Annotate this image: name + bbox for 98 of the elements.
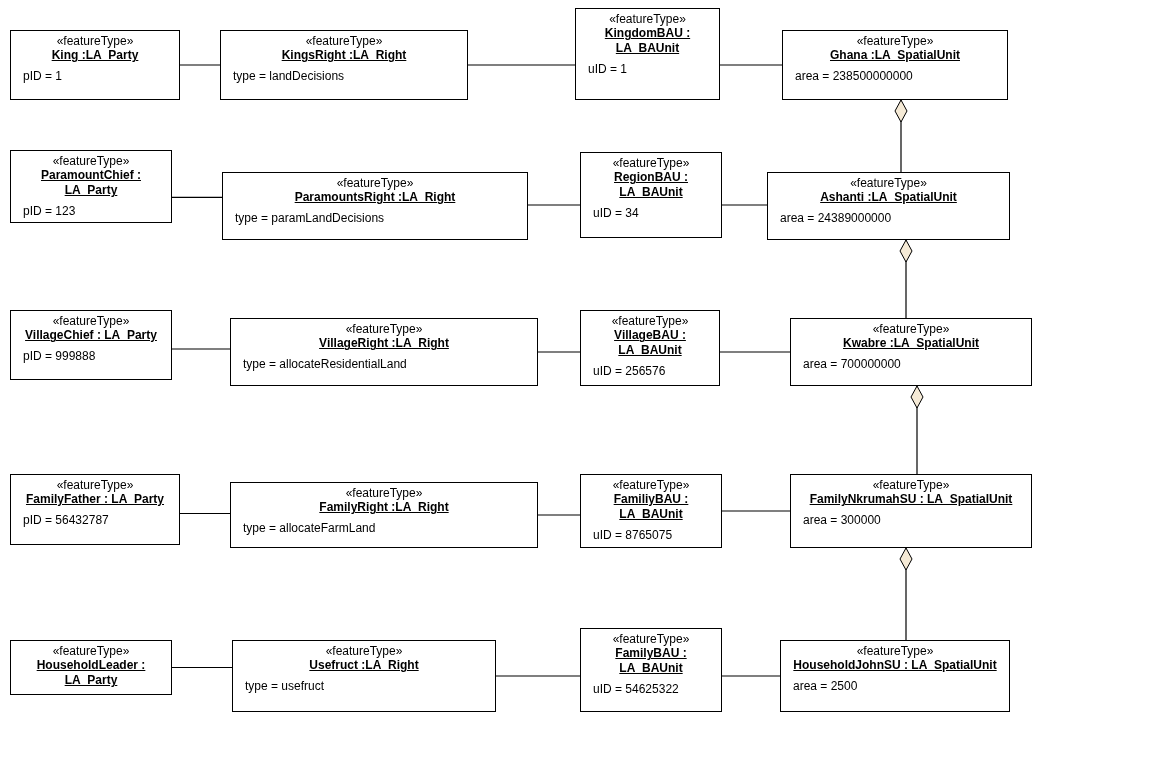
attribute-text: area = 300000 — [802, 513, 882, 528]
stereotype-label: «featureType» — [849, 176, 928, 191]
attribute-text: type = allocateFarmLand — [242, 521, 377, 536]
object-box — [10, 640, 172, 695]
association-line — [537, 351, 581, 353]
stereotype-label: «featureType» — [324, 644, 404, 659]
stereotype-label: «featureType» — [611, 632, 691, 647]
object-name: HouseholdLeader : LA_Party — [35, 658, 147, 689]
object-box — [580, 628, 722, 712]
attribute-text: area = 2500 — [792, 679, 859, 694]
object-box — [580, 310, 720, 386]
object-box — [580, 474, 722, 548]
aggregation-line — [894, 99, 908, 173]
object-name: Ashanti :LA_SpatialUnit — [819, 190, 958, 206]
stereotype-label: «featureType» — [611, 156, 691, 171]
association-line — [719, 64, 783, 66]
object-name: VillageRight :LA_Right — [318, 336, 450, 352]
object-name: FamilyRight :LA_Right — [318, 500, 450, 516]
aggregation-line — [910, 385, 924, 475]
object-name: VillageChief : LA_Party — [24, 328, 158, 344]
object-box — [580, 152, 722, 238]
attribute-text: type = landDecisions — [232, 69, 346, 84]
stereotype-label: «featureType» — [344, 486, 424, 501]
object-name: ParamountsRight :LA_Right — [293, 190, 457, 206]
object-name: FamilyBAU : LA_BAUnit — [614, 646, 688, 677]
object-name: ParamountChief : LA_Party — [40, 168, 142, 199]
attribute-text: pID = 123 — [22, 204, 77, 219]
association-line — [467, 64, 576, 66]
attribute-text: pID = 999888 — [22, 349, 97, 364]
attribute-text: uID = 34 — [592, 206, 640, 221]
stereotype-label: «featureType» — [55, 478, 135, 493]
attribute-text: uID = 8765075 — [592, 528, 674, 543]
stereotype-label: «featureType» — [611, 478, 691, 493]
object-name: KingdomBAU : LA_BAUnit — [603, 26, 692, 57]
association-line — [495, 675, 581, 677]
attribute-text: pID = 56432787 — [22, 513, 110, 528]
object-box — [10, 30, 180, 100]
association-line — [171, 196, 223, 198]
association-line — [721, 675, 781, 677]
stereotype-label: «featureType» — [855, 34, 935, 49]
object-box — [790, 318, 1032, 386]
object-box — [780, 640, 1010, 712]
attribute-text: type = usefruct — [244, 679, 326, 694]
aggregation-line — [899, 239, 913, 319]
stereotype-label: «featureType» — [51, 314, 131, 329]
aggregation-line — [899, 547, 913, 641]
object-name: FamilyFather : LA_Party — [24, 492, 165, 508]
object-name: Ghana :LA_SpatialUnit — [829, 48, 961, 64]
object-name: VillageBAU : LA_BAUnit — [613, 328, 687, 359]
association-line — [719, 351, 791, 353]
association-line — [721, 204, 768, 206]
object-box — [782, 30, 1008, 100]
object-box — [222, 172, 528, 240]
attribute-text: area = 24389000000 — [779, 211, 893, 226]
object-box — [10, 474, 180, 545]
attribute-text: area = 238500000000 — [794, 69, 914, 84]
object-box — [230, 318, 538, 386]
object-box — [767, 172, 1010, 240]
association-line — [537, 514, 581, 516]
stereotype-label: «featureType» — [51, 154, 131, 169]
stereotype-label: «featureType» — [871, 322, 951, 337]
attribute-text: uID = 54625322 — [592, 682, 680, 697]
stereotype-label: «featureType» — [51, 644, 131, 659]
stereotype-label: «featureType» — [344, 322, 424, 337]
stereotype-label: «featureType» — [608, 12, 687, 27]
association-line — [171, 666, 233, 669]
attribute-text: uID = 1 — [587, 62, 629, 77]
association-line — [721, 510, 791, 512]
object-box — [790, 474, 1032, 548]
stereotype-label: «featureType» — [304, 34, 384, 49]
attribute-text: area = 700000000 — [802, 357, 902, 372]
stereotype-label: «featureType» — [55, 34, 135, 49]
stereotype-label: «featureType» — [871, 478, 951, 493]
object-name: King :LA_Party — [50, 48, 140, 64]
association-line — [527, 204, 581, 206]
association-line — [179, 64, 221, 66]
attribute-text: type = paramLandDecisions — [234, 211, 386, 226]
object-name: Kwabre :LA_SpatialUnit — [842, 336, 980, 352]
object-box — [232, 640, 496, 712]
object-name: KingsRight :LA_Right — [280, 48, 408, 64]
object-name: FamilyNkrumahSU : LA_SpatialUnit — [808, 492, 1014, 508]
attribute-text: type = allocateResidentialLand — [242, 357, 408, 372]
object-name: FamiliyBAU : LA_BAUnit — [612, 492, 690, 523]
association-line — [179, 512, 231, 515]
attribute-text: pID = 1 — [22, 69, 64, 84]
stereotype-label: «featureType» — [855, 644, 935, 659]
object-name: Usefruct :LA_Right — [308, 658, 420, 674]
object-name: HouseholdJohnSU : LA_SpatialUnit — [792, 658, 998, 674]
association-line — [171, 348, 231, 350]
object-box — [10, 310, 172, 380]
object-box — [10, 150, 172, 223]
object-name: RegionBAU : LA_BAUnit — [613, 170, 689, 201]
stereotype-label: «featureType» — [335, 176, 415, 191]
object-box — [230, 482, 538, 548]
object-box — [575, 8, 720, 100]
stereotype-label: «featureType» — [610, 314, 690, 329]
object-box — [220, 30, 468, 100]
attribute-text: uID = 256576 — [592, 364, 667, 379]
